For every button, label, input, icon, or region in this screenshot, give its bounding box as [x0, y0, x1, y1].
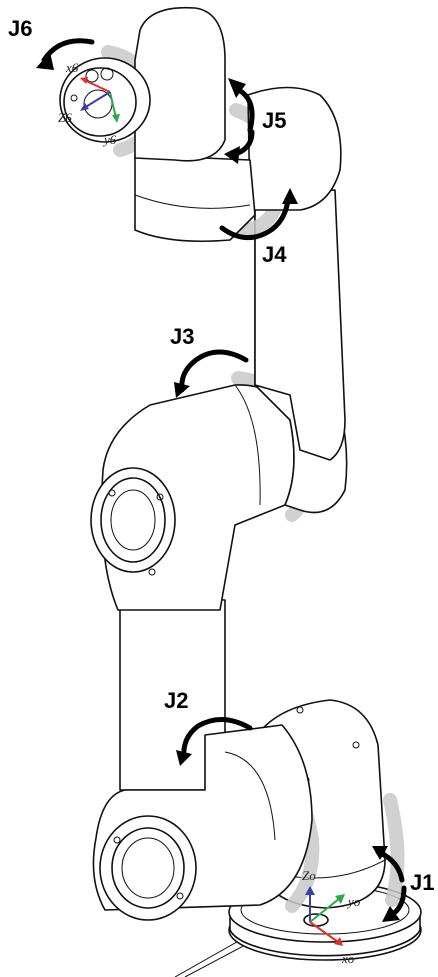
tool-z-label: Z6: [58, 110, 72, 125]
j5-rotation-arrow: [224, 78, 255, 164]
base-y-axis: [309, 897, 341, 923]
tool-z-axis: [83, 91, 111, 109]
j6-rotation-arrow: [36, 38, 95, 70]
elbow-housing: [90, 371, 314, 611]
tool-y-axis: [109, 91, 117, 119]
tool-x-label: x6: [65, 60, 79, 75]
wrist3-housing: [59, 6, 226, 162]
j2-rotation-arrow: [176, 717, 253, 766]
tool-y-label: y6: [102, 132, 117, 147]
joint-label-j3: J3: [170, 324, 194, 349]
lower-arm: [92, 594, 320, 921]
j3-rotation-arrow: [174, 349, 249, 398]
base-frame: Zo yo xo: [302, 868, 361, 966]
joint-label-j2: J2: [164, 688, 188, 713]
joint-label-j4: J4: [262, 242, 287, 267]
base-y-label: yo: [346, 894, 361, 909]
base-z-label: Zo: [302, 868, 316, 883]
joint-label-j6: J6: [8, 16, 32, 41]
tool-x-axis: [83, 79, 111, 93]
j4-rotation-arrow: [219, 188, 298, 241]
tool-frame: x6 Z6 y6: [58, 60, 120, 147]
j1-rotation-arrow: [372, 846, 407, 922]
base-x-label: xo: [341, 951, 355, 966]
base-x-axis: [309, 921, 339, 943]
joint-label-j5: J5: [262, 108, 286, 133]
joint-label-j1: J1: [410, 870, 434, 895]
upper-arm: [254, 189, 348, 514]
wrist-housing: [134, 86, 342, 243]
